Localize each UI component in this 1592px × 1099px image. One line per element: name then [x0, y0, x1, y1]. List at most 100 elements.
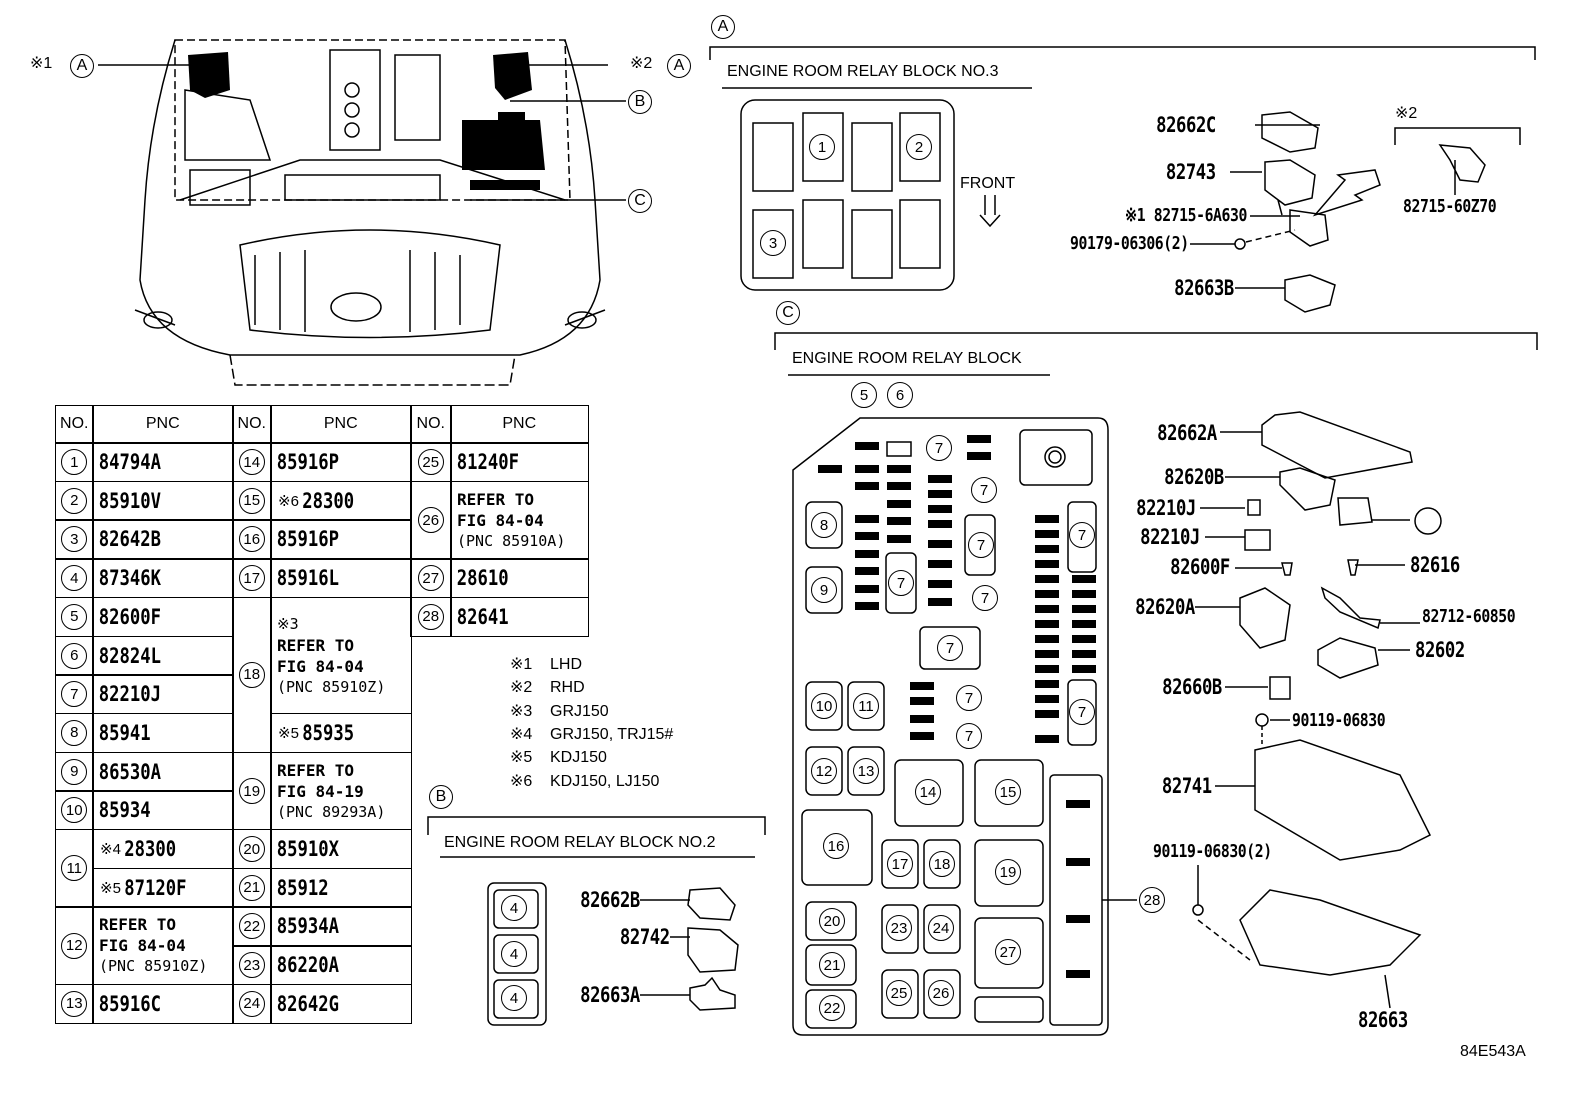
pnc-cell[interactable]: 85916C [92, 983, 234, 1024]
pnc-cell[interactable]: 85934A [270, 906, 412, 947]
part-82620A[interactable]: 82620A [1135, 595, 1195, 619]
pnc-cell[interactable]: 82642G [270, 983, 412, 1024]
part-82741[interactable]: 82741 [1162, 774, 1212, 798]
row-number: 23 [232, 945, 272, 986]
pnc-value: 84794A [98, 450, 161, 475]
pnc-cell[interactable]: 85934 [92, 790, 234, 831]
part-82663B[interactable]: 82663B [1174, 276, 1234, 300]
row-number: 4 [55, 558, 94, 599]
row-number: 22 [232, 906, 272, 947]
pnc-cell[interactable]: 81240F [450, 442, 589, 483]
row-number-circle: 6 [61, 642, 88, 669]
part-82743[interactable]: 82743 [1166, 160, 1216, 184]
slot-number-section_c: 20 [819, 908, 845, 934]
pnc-cell[interactable]: 85910X [270, 829, 412, 870]
part-82663A[interactable]: 82663A [580, 983, 640, 1007]
slot-number-section_c: 13 [853, 758, 879, 784]
slot-number-section_c: 7 [956, 685, 982, 711]
row-number-circle: 21 [238, 874, 265, 901]
slot-number-section_c: 10 [811, 693, 837, 719]
part-82663[interactable]: 82663 [1358, 1008, 1408, 1032]
pnc-cell[interactable]: 28610 [450, 558, 589, 599]
slot-number-section_c: 27 [995, 939, 1021, 965]
part-82715-6A630[interactable]: ※1 82715-6A630 [1124, 205, 1248, 226]
pnc-cell[interactable]: 82641 [450, 596, 589, 637]
part-90179-06306[interactable]: 90179-06306(2) [1070, 233, 1189, 254]
slot-number-section_c: 16 [823, 833, 849, 859]
pnc-cell[interactable]: 82642B [92, 519, 234, 560]
row-number: 19 [232, 751, 272, 831]
row-number-circle: 7 [61, 681, 88, 708]
figure-code: 84E543A [1460, 1043, 1526, 1060]
pnc-cell[interactable]: 82210J [92, 674, 234, 715]
part-82616[interactable]: 82616 [1410, 553, 1460, 577]
note-text: RHD [550, 679, 585, 697]
part-82742[interactable]: 82742 [620, 925, 670, 949]
part-82712-60850[interactable]: 82712-60850 [1422, 606, 1516, 627]
callout-letter: C [634, 192, 646, 209]
part-82602[interactable]: 82602 [1415, 638, 1465, 662]
pnc-cell[interactable]: 86220A [270, 945, 412, 986]
slot-number-section_c: 15 [995, 779, 1021, 805]
row-number-circle: 27 [417, 565, 444, 592]
row-number: 18 [232, 596, 272, 754]
lhd-mark: ※1 [30, 55, 53, 72]
part-90119-06830-2[interactable]: 90119-06830(2) [1153, 841, 1272, 862]
pnc-cell[interactable]: 82824L [92, 635, 234, 676]
refer-line: FIG 84-04 [457, 510, 544, 530]
pnc-cell[interactable]: 84794A [92, 442, 234, 483]
section-letter: A [717, 18, 729, 35]
part-82210J-fuse[interactable]: 82210J [1136, 496, 1196, 520]
header-no: NO. [232, 405, 272, 444]
note-mark: ※1 [510, 656, 533, 673]
part-82662A[interactable]: 82662A [1157, 421, 1217, 445]
row-number-circle: 24 [238, 990, 265, 1017]
note-text: LHD [550, 656, 583, 673]
part-82715-60Z70[interactable]: 82715-60Z70 [1403, 196, 1497, 217]
pnc-cell[interactable]: 85916P [270, 519, 412, 560]
front-label: FRONT [960, 175, 1016, 192]
rhd-mark: ※2 [630, 55, 653, 72]
refer-line: (PNC 85910Z) [99, 957, 208, 976]
row-number-circle: 1 [61, 449, 88, 476]
callout-a-left: A [70, 54, 94, 78]
slot-number-section_c: 22 [819, 995, 845, 1021]
pnc-value: 81240F [456, 450, 519, 475]
part-82210J-relay[interactable]: 82210J [1140, 525, 1200, 549]
pnc-cell[interactable]: 85941 [92, 712, 234, 754]
row-number-circle: 5 [61, 603, 88, 630]
part-90119-06830[interactable]: 90119-06830 [1292, 710, 1386, 731]
pnc-cell[interactable]: 82600F [92, 596, 234, 637]
row-number-circle: 13 [61, 990, 88, 1017]
part-82620B[interactable]: 82620B [1164, 465, 1224, 489]
pnc-cell[interactable]: 85916P [270, 442, 412, 483]
note-text: GRJ150 [550, 702, 609, 720]
pnc-cell[interactable]: 85916L [270, 558, 412, 599]
refer-line: FIG 84-04 [99, 936, 186, 956]
row-number: 12 [55, 906, 94, 986]
row-number-circle: 3 [61, 526, 88, 553]
pnc-cell[interactable]: 86530A [92, 751, 234, 792]
part-82660B[interactable]: 82660B [1162, 675, 1222, 699]
pnc-cell[interactable]: 85912 [270, 867, 412, 908]
part-82662C[interactable]: 82662C [1156, 113, 1216, 137]
part-82662B[interactable]: 82662B [580, 888, 640, 912]
slot-number-section_a: 1 [809, 134, 835, 160]
slot-number-section_c: 7 [971, 477, 997, 503]
pnc-cell[interactable]: 87346K [92, 558, 234, 599]
part-82600F[interactable]: 82600F [1170, 555, 1230, 579]
slot-number-section_c: 17 [887, 851, 913, 877]
row-number: 28 [410, 596, 452, 637]
header-no: NO. [410, 405, 452, 444]
pnc-cell[interactable]: 85910V [92, 480, 234, 521]
row-number: 11 [55, 829, 94, 908]
